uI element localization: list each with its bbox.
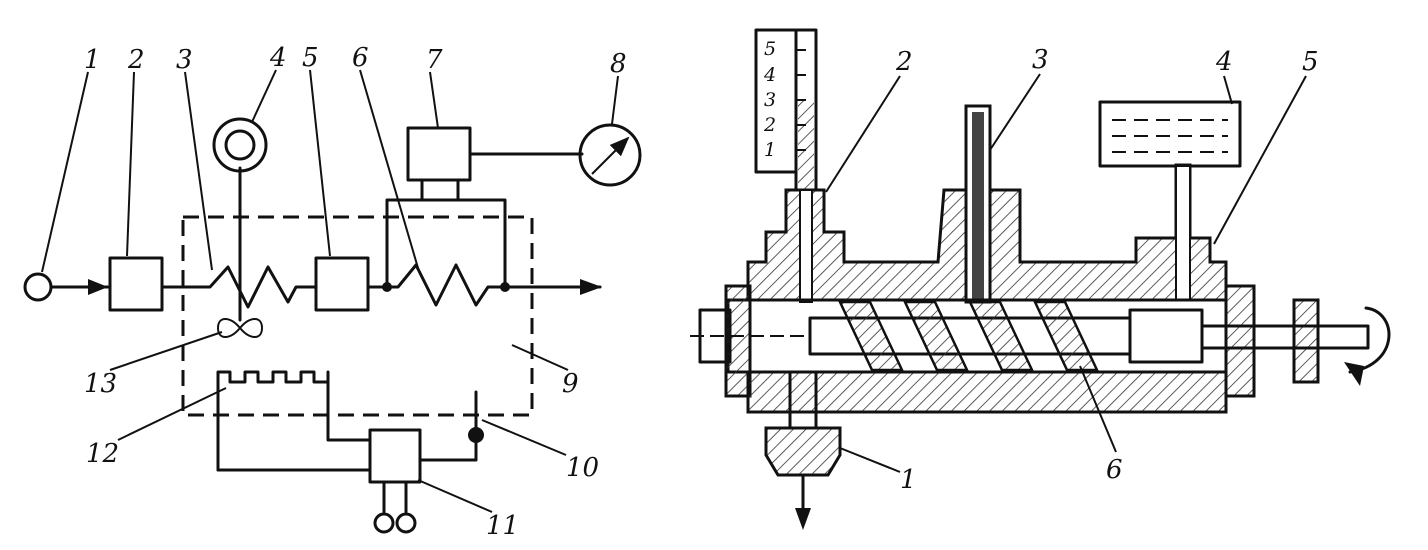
bridge-wire	[385, 198, 507, 289]
body-lower	[746, 370, 1228, 414]
label-3: 3	[176, 45, 193, 75]
meter-needle	[591, 136, 630, 175]
heater-coil-3	[193, 265, 317, 309]
right-cross-section: 5 4 3 2 1	[690, 28, 1391, 530]
label-8: 8	[610, 49, 627, 79]
label-10: 10	[566, 453, 599, 483]
label-9: 9	[562, 369, 579, 399]
drive-flange	[1292, 298, 1320, 384]
block-7	[406, 126, 472, 182]
scale-mark-3: 3	[764, 89, 776, 111]
leader-lines	[41, 69, 619, 513]
outlet-arrow	[795, 508, 811, 530]
label-5: 5	[302, 43, 319, 73]
tank-liquid-lines	[1112, 119, 1228, 153]
label-r3: 3	[1032, 45, 1049, 75]
output-arrow	[580, 279, 602, 295]
heater-coil-6	[385, 263, 507, 307]
bridge-tap	[420, 178, 460, 202]
source-circle	[23, 272, 53, 302]
thermometer-mercury	[972, 112, 984, 300]
terminal-left	[373, 512, 395, 534]
gauge-4-inner	[224, 129, 256, 161]
scale-ticks	[796, 49, 806, 151]
terminal-right	[395, 512, 417, 534]
input-arrow	[88, 279, 108, 295]
coupling	[1128, 308, 1204, 364]
block-2	[108, 256, 164, 312]
block-5	[314, 256, 370, 312]
bore-channel	[799, 189, 813, 303]
outlet-cap-1	[764, 426, 842, 477]
label-r6: 6	[1106, 455, 1123, 485]
infinity-mark	[216, 318, 264, 338]
label-11: 11	[486, 511, 519, 541]
drive-housing	[1224, 284, 1256, 398]
label-4: 4	[269, 43, 287, 73]
screw-flights-6	[838, 300, 1099, 372]
scale-mark-5: 5	[764, 38, 776, 60]
label-1: 1	[84, 45, 101, 75]
label-2: 2	[127, 45, 145, 75]
label-13: 13	[84, 369, 117, 399]
sensor-wire	[418, 438, 478, 462]
sensor-bulb-10	[468, 427, 484, 443]
tank-stem	[1175, 165, 1191, 301]
label-7: 7	[426, 45, 443, 75]
label-r2: 2	[895, 47, 913, 77]
thermostat-enclosure	[181, 215, 534, 417]
label-12: 12	[86, 439, 119, 469]
scale-mark-2: 2	[763, 114, 776, 136]
controller-11	[368, 428, 422, 484]
label-r5: 5	[1302, 47, 1319, 77]
heating-element-12	[216, 370, 372, 472]
right-leader-lines	[825, 73, 1307, 473]
scale-mark-4: 4	[763, 64, 776, 86]
gauge-4-outer	[212, 117, 268, 173]
label-r1: 1	[900, 465, 917, 495]
scale-tube-fill	[798, 100, 814, 190]
tank-4	[1098, 100, 1242, 168]
meter-8	[578, 123, 642, 187]
label-r4: 4	[1215, 47, 1233, 77]
rotation-arc	[1348, 306, 1391, 374]
left-schematic: 1 2 3 4 5 6 7 8 9 10 11 12 13	[23, 43, 642, 541]
drive-shaft	[1200, 324, 1370, 350]
rotation-arrow	[1344, 362, 1364, 386]
scale-mark-1: 1	[764, 139, 776, 161]
label-6: 6	[352, 43, 369, 73]
